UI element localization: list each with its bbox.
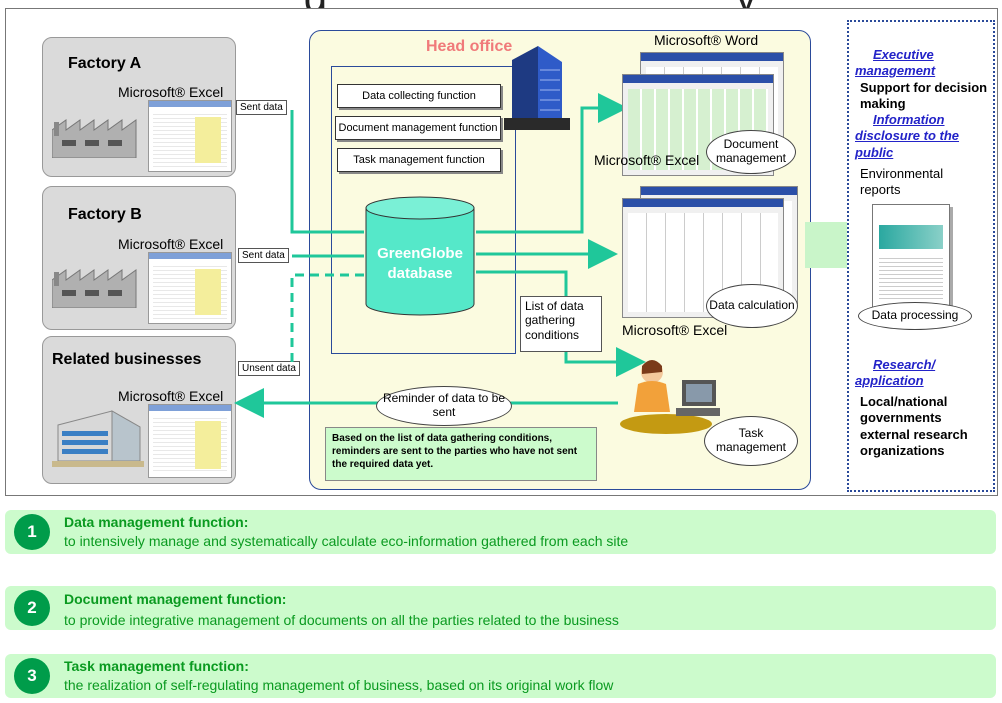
- factory-b-excel-label: Microsoft® Excel: [118, 236, 224, 252]
- governments-organizations-text: Local/national governments external rese…: [860, 394, 968, 458]
- related-businesses-title: Related businesses: [52, 351, 202, 368]
- factory-a-connector: [290, 110, 364, 234]
- excel-label-calc: Microsoft® Excel: [622, 322, 728, 338]
- task-management-title: Task management function:: [64, 658, 249, 674]
- environmental-reports-text: Environmental reports: [860, 166, 944, 198]
- document-management-oval: Document management: [706, 130, 796, 174]
- document-management-strip: [5, 586, 996, 630]
- factory-a-excel-label: Microsoft® Excel: [118, 84, 224, 100]
- word-label: Microsoft® Word: [654, 32, 759, 48]
- factory-a-sent-tag: Sent data: [236, 100, 287, 115]
- task-management-desc: the realization of self-regulating manag…: [64, 677, 614, 693]
- data-calculation-oval: Data calculation: [706, 284, 798, 328]
- factory-a-title: Factory A: [68, 55, 142, 72]
- task-management-strip: [5, 654, 996, 698]
- data-processing-oval: Data processing: [858, 302, 972, 330]
- research-application-link[interactable]: Research/ application: [855, 357, 936, 389]
- factory-b-spreadsheet: [148, 252, 232, 324]
- to-document-arrow: [476, 93, 628, 234]
- greenglobe-database-cylinder: [365, 196, 475, 316]
- related-excel-label: Microsoft® Excel: [118, 388, 224, 404]
- data-management-title: Data management function:: [64, 514, 249, 530]
- factory-b-title: Factory B: [68, 206, 142, 223]
- factory-a-icon: [52, 119, 137, 158]
- task-management-oval: Task management: [704, 416, 798, 466]
- data-gathering-conditions-list: List of data gathering conditions: [520, 296, 602, 352]
- document-management-desc: to provide integrative management of doc…: [64, 612, 619, 628]
- data-collecting-function: Data collecting function: [337, 84, 501, 108]
- executive-management-link[interactable]: Executive management: [855, 47, 936, 79]
- environmental-report-thumbnail: [872, 204, 950, 310]
- document-management-title: Document management function:: [64, 591, 287, 607]
- office-building-icon: [52, 410, 144, 467]
- related-unsent-tag: Unsent data: [238, 361, 300, 376]
- reminder-oval: Reminder of data to be sent: [376, 386, 512, 426]
- operator-person-icon: [620, 360, 720, 434]
- unsent-connector: [290, 273, 364, 362]
- document-management-function: Document management function: [335, 116, 501, 140]
- number-badge-1: 1: [14, 514, 50, 550]
- database-label: GreenGlobe database: [364, 244, 476, 284]
- excel-label-doc: Microsoft® Excel: [594, 152, 700, 168]
- decision-support-text: Support for decision making: [860, 80, 988, 112]
- factory-a-spreadsheet: [148, 100, 232, 172]
- information-disclosure-link[interactable]: Information disclosure to the public: [855, 112, 960, 160]
- data-management-desc: to intensively manage and systematically…: [64, 533, 629, 549]
- head-office-title: Head office: [426, 38, 513, 55]
- number-badge-2: 2: [14, 590, 50, 626]
- data-management-strip: [5, 510, 996, 554]
- reminder-note: Based on the list of data gathering cond…: [325, 427, 597, 481]
- number-badge-3: 3: [14, 658, 50, 694]
- related-spreadsheet: [148, 404, 232, 478]
- head-office-building-icon: [504, 46, 570, 130]
- database-label-line2: database: [387, 265, 453, 282]
- factory-b-icon: [52, 269, 137, 308]
- factory-b-sent-tag: Sent data: [238, 248, 289, 263]
- database-label-line1: GreenGlobe: [377, 245, 463, 262]
- task-management-function: Task management function: [337, 148, 501, 172]
